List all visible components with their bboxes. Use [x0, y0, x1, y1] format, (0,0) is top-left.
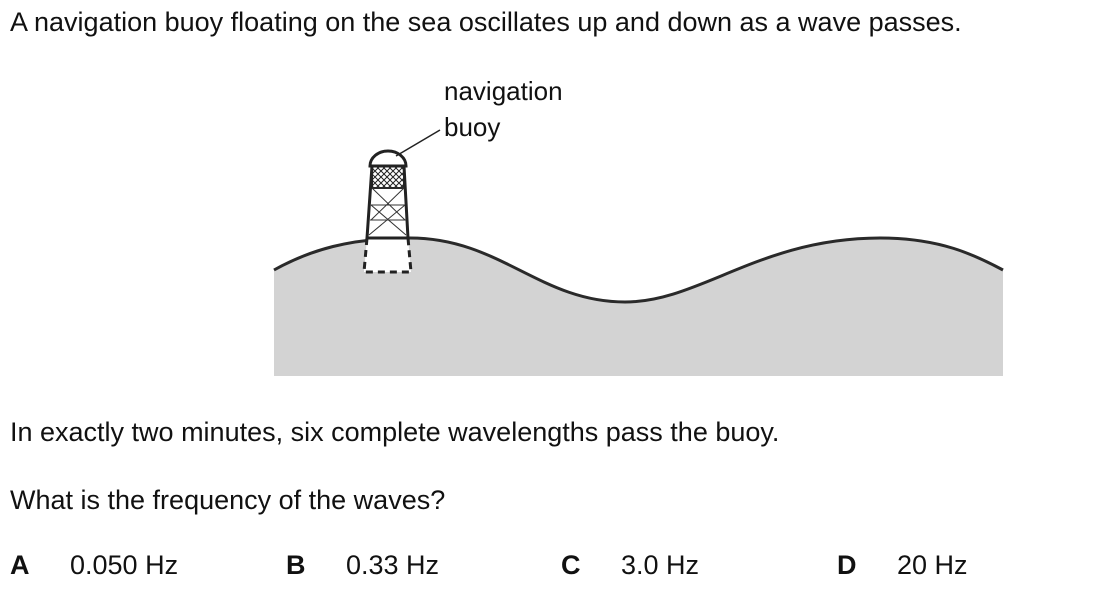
buoy-label-line2: buoy — [444, 112, 501, 142]
buoy-submerged-outline — [362, 237, 413, 274]
option-value: 0.33 Hz — [346, 550, 440, 580]
sea-water — [274, 238, 1003, 376]
buoy-label-line1: navigation — [444, 76, 563, 106]
question-intro: A navigation buoy floating on the sea os… — [10, 7, 962, 37]
buoy-lamp-cage — [371, 165, 405, 189]
option-letter: B — [286, 550, 306, 580]
option-a[interactable]: A 0.050 Hz — [10, 549, 178, 581]
option-letter: C — [561, 550, 581, 580]
option-value: 20 Hz — [897, 550, 968, 580]
option-c[interactable]: C 3.0 Hz — [561, 549, 699, 581]
option-value: 3.0 Hz — [621, 550, 700, 580]
option-d[interactable]: D 20 Hz — [837, 549, 968, 581]
label-leader-line — [395, 129, 441, 157]
question-statement: In exactly two minutes, six complete wav… — [10, 417, 780, 447]
option-letter: A — [10, 550, 30, 580]
navigation-buoy — [362, 149, 413, 274]
option-value: 0.050 Hz — [70, 550, 179, 580]
option-letter: D — [837, 550, 857, 580]
question-prompt: What is the frequency of the waves? — [10, 485, 446, 515]
option-b[interactable]: B 0.33 Hz — [286, 549, 439, 581]
